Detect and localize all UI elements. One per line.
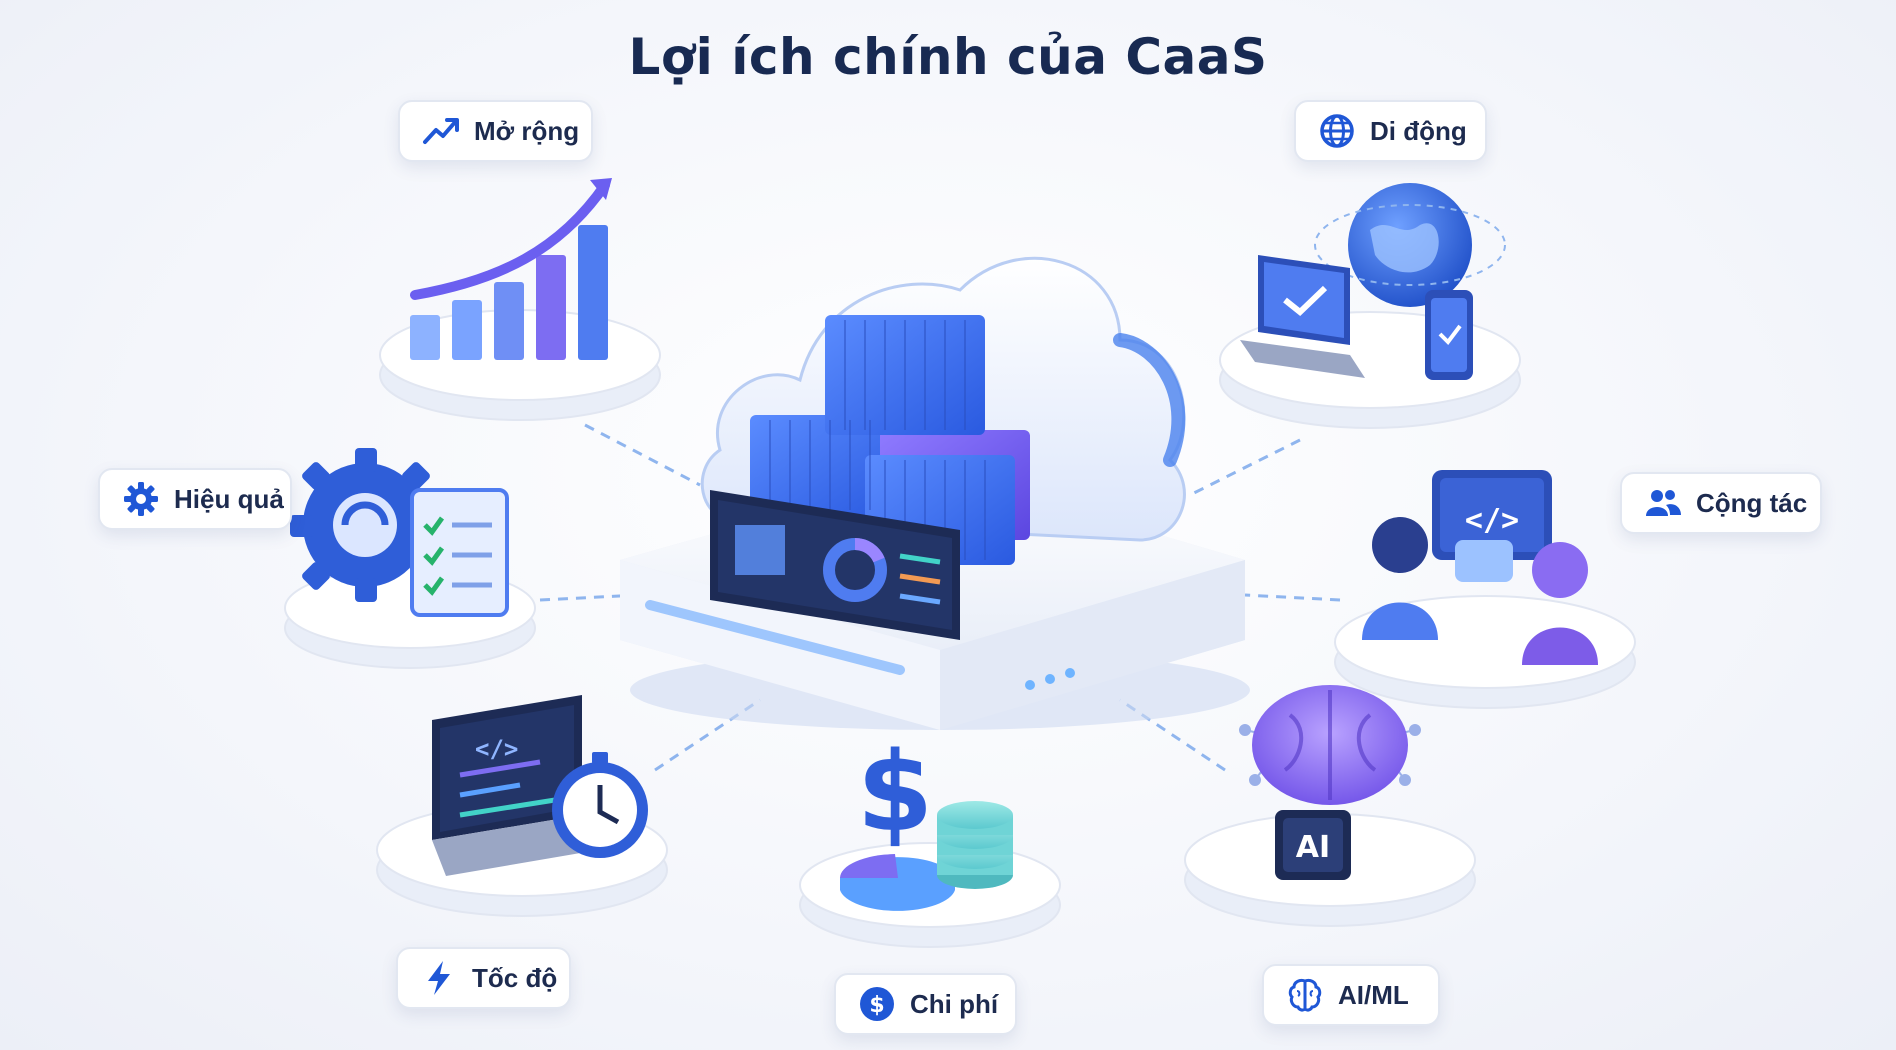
dollar-symbol: $ — [857, 728, 934, 856]
laptop-code-symbol: </> — [475, 735, 518, 763]
benefit-label-text: Hiệu quả — [174, 483, 284, 514]
users-icon — [1644, 484, 1682, 522]
benefit-label-text: Tốc độ — [472, 962, 558, 993]
benefit-label-scaling: Mở rộng — [398, 100, 593, 162]
benefit-label-text: Mở rộng — [474, 115, 580, 146]
trend-up-icon — [422, 112, 460, 150]
benefit-label-text: Chi phí — [910, 988, 999, 1019]
lightning-icon — [420, 959, 458, 997]
ai-chip-label: AI — [1296, 830, 1330, 865]
devices-globe-illustration — [1240, 183, 1506, 380]
benefit-label-collaboration: Cộng tác — [1620, 472, 1822, 534]
laptop-stopwatch-illustration: </> — [432, 695, 648, 876]
gear-checklist-illustration — [290, 448, 509, 617]
ai-brain-illustration: AI — [1239, 685, 1421, 880]
brain-icon — [1286, 976, 1324, 1014]
dollar-coins-illustration: $ — [839, 728, 1013, 911]
svg-text:$: $ — [869, 993, 884, 1018]
gear-icon — [122, 480, 160, 518]
benefit-label-speed: Tốc độ — [396, 947, 571, 1009]
benefit-label-cost: $ Chi phí — [834, 973, 1017, 1035]
benefit-label-mobility: Di động — [1294, 100, 1487, 162]
team-collaboration-illustration: </> — [1362, 470, 1598, 665]
dollar-icon: $ — [858, 985, 896, 1023]
benefit-label-text: Di động — [1370, 115, 1467, 146]
benefit-label-text: Cộng tác — [1696, 487, 1808, 518]
benefit-label-text: AI/ML — [1338, 979, 1409, 1010]
connector-lines — [539, 423, 1341, 772]
code-symbol: </> — [1465, 503, 1519, 538]
growth-bars-illustration — [410, 178, 612, 360]
central-cloud-platform — [620, 256, 1250, 730]
page-title: Lợi ích chính của CaaS — [628, 28, 1268, 86]
benefit-label-efficiency: Hiệu quả — [98, 468, 292, 530]
globe-icon — [1318, 112, 1356, 150]
benefit-label-ai-ml: AI/ML — [1262, 964, 1440, 1026]
dashboard-panel — [710, 490, 960, 640]
